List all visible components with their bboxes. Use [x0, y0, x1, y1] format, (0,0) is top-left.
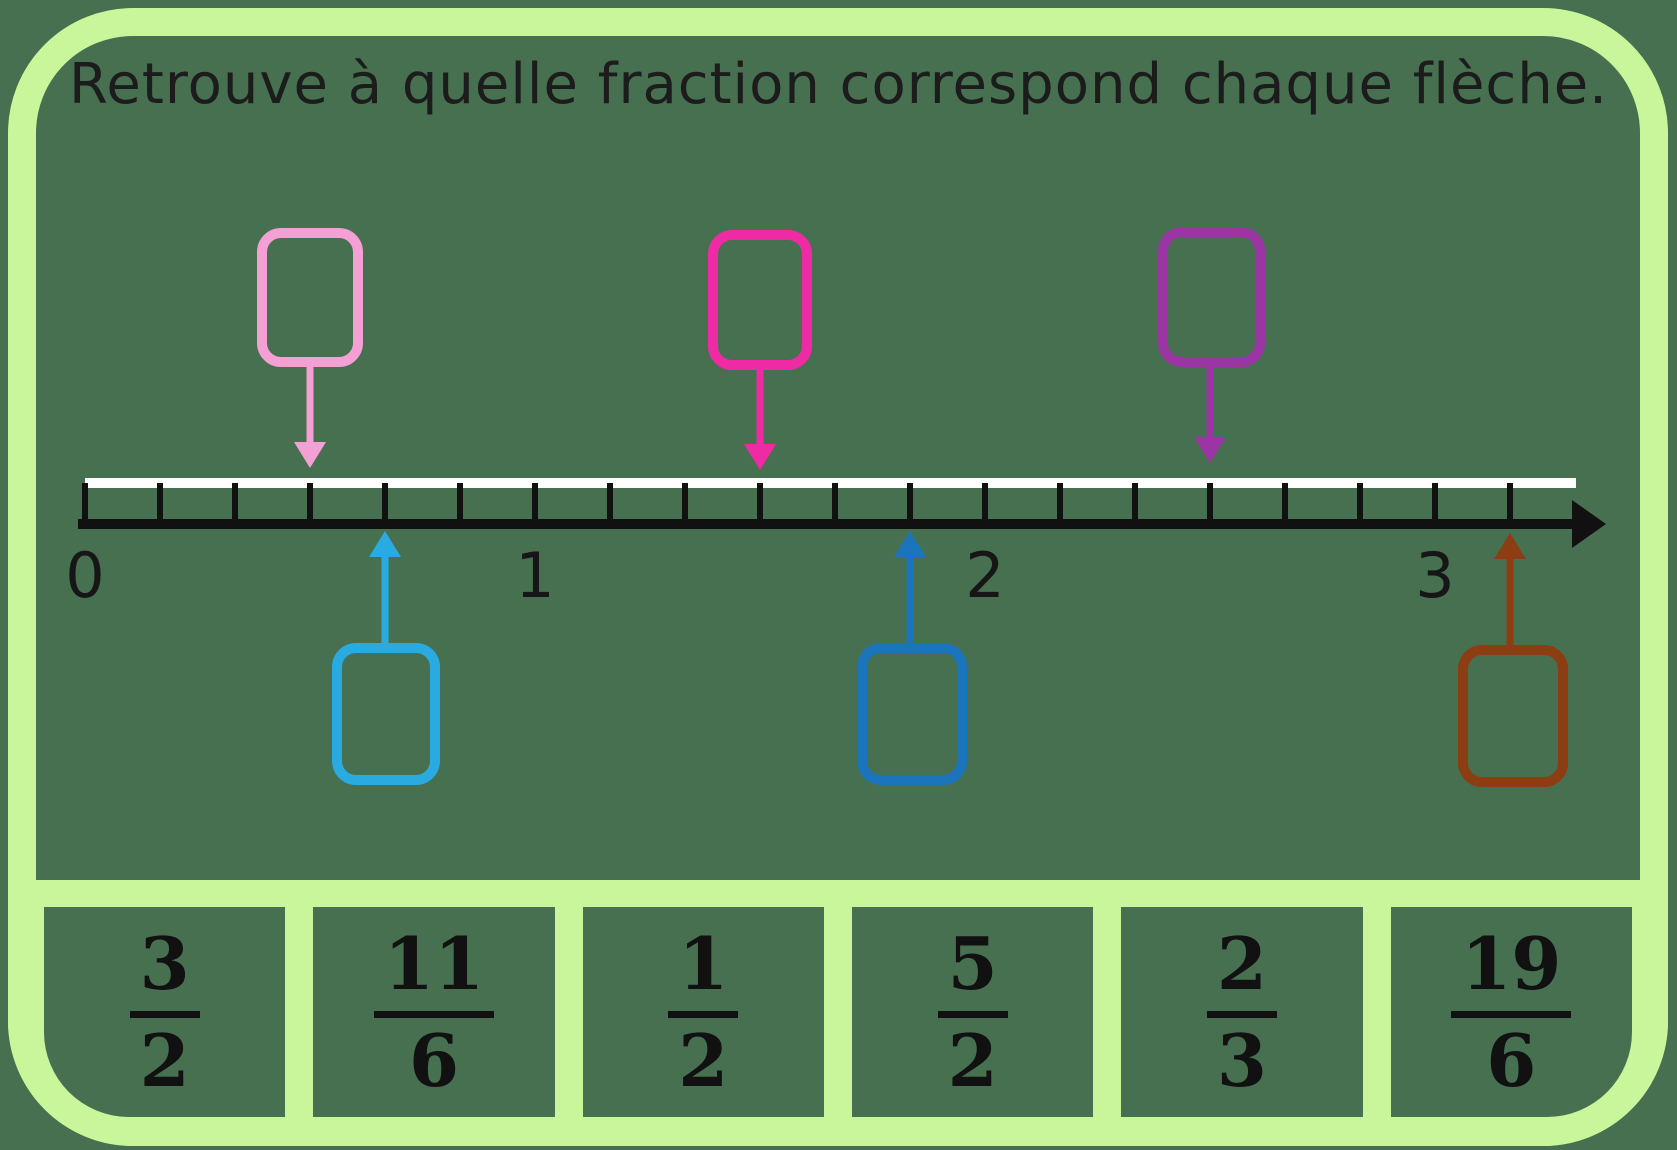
- purple-marker-arrow-icon: [1194, 437, 1226, 463]
- number-line-tick: [1057, 483, 1063, 519]
- number-line-label-2: 2: [965, 539, 1005, 612]
- fraction-bar: [129, 1010, 200, 1018]
- number-line-tick: [832, 483, 838, 519]
- number-line-tick: [607, 483, 613, 519]
- number-line-tick: [1357, 483, 1363, 519]
- fraction-bar: [373, 1010, 495, 1018]
- fraction-numerator: 11: [383, 921, 485, 1007]
- number-line-tick: [307, 483, 313, 519]
- number-line-arrowhead-icon: [1572, 500, 1606, 548]
- fraction-numerator: 1: [678, 921, 729, 1007]
- magenta-marker-arrow-stem: [756, 366, 764, 444]
- fraction-numerator: 3: [139, 921, 190, 1007]
- fraction-denominator: 6: [408, 1017, 460, 1103]
- brown-marker-arrow-icon: [1494, 533, 1526, 559]
- number-line-tick: [982, 483, 988, 519]
- instruction-text: Retrouve à quelle fraction correspond ch…: [69, 52, 1608, 117]
- fraction-denominator: 2: [947, 1017, 998, 1103]
- number-line-label-1: 1: [515, 539, 555, 612]
- lightblue-marker-answer-box[interactable]: [332, 643, 440, 785]
- blue-marker-arrow-stem: [906, 555, 914, 647]
- fraction-numerator: 2: [1216, 921, 1268, 1007]
- purple-marker-answer-box[interactable]: [1158, 227, 1265, 367]
- lightblue-marker-arrow-stem: [381, 555, 389, 647]
- number-line-tick: [907, 483, 913, 519]
- number-line-tick: [1132, 483, 1138, 519]
- pink-marker-arrow-stem: [306, 363, 314, 442]
- number-line-tick: [757, 483, 763, 519]
- brown-marker-arrow-stem: [1506, 557, 1514, 649]
- fraction-numerator: 5: [947, 921, 998, 1007]
- number-line-tick: [232, 483, 238, 519]
- fraction-bar: [937, 1010, 1008, 1018]
- number-line-tick: [682, 483, 688, 519]
- fraction-bar: [1206, 1010, 1278, 1018]
- number-line-label-3: 3: [1415, 539, 1455, 612]
- number-line-top-rule: [85, 478, 1576, 488]
- pink-marker-arrow-icon: [294, 442, 326, 468]
- number-line-tick: [1207, 483, 1213, 519]
- number-line-axis: [78, 519, 1575, 529]
- number-line-tick: [82, 483, 88, 519]
- number-line-tick: [1507, 483, 1513, 519]
- pink-marker-answer-box[interactable]: [257, 228, 363, 367]
- number-line-tick: [1282, 483, 1288, 519]
- number-line-tick: [157, 483, 163, 519]
- fraction-bar: [1451, 1010, 1572, 1018]
- purple-marker-arrow-stem: [1206, 363, 1214, 437]
- fraction-denominator: 2: [139, 1017, 190, 1103]
- number-line-tick: [382, 483, 388, 519]
- fraction-denominator: 6: [1486, 1017, 1537, 1103]
- number-line-tick: [1432, 483, 1438, 519]
- magenta-marker-answer-box[interactable]: [708, 230, 812, 370]
- fraction-denominator: 3: [1216, 1017, 1268, 1103]
- fraction-bar: [668, 1010, 739, 1018]
- blue-marker-arrow-icon: [894, 531, 926, 557]
- number-line-tick: [457, 483, 463, 519]
- magenta-marker-arrow-icon: [744, 444, 776, 470]
- brown-marker-answer-box[interactable]: [1458, 645, 1568, 787]
- fraction-numerator: 19: [1461, 921, 1562, 1007]
- number-line-tick: [532, 483, 538, 519]
- fraction-denominator: 2: [678, 1017, 729, 1103]
- lightblue-marker-arrow-icon: [369, 531, 401, 557]
- blue-marker-answer-box[interactable]: [857, 643, 967, 785]
- number-line-label-0: 0: [65, 539, 105, 612]
